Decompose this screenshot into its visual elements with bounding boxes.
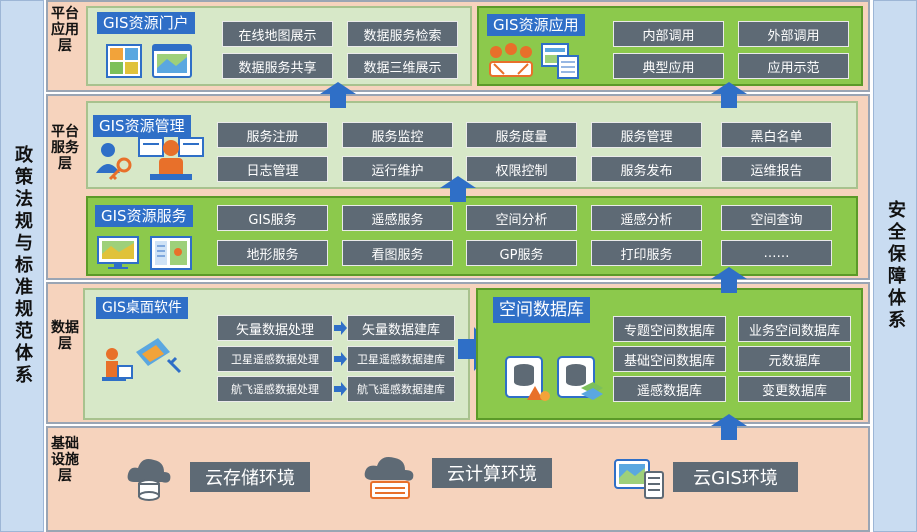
documents-icon xyxy=(540,42,580,80)
desktop-build-1[interactable]: 卫星遥感数据建库 xyxy=(347,346,455,372)
spatial-db-item-0[interactable]: 专题空间数据库 xyxy=(613,316,726,342)
policy-standards-label: 政策法规与标准规范体系 xyxy=(12,145,33,387)
portal-item-1[interactable]: 数据服务检索 xyxy=(347,21,458,47)
map-screen-icon xyxy=(152,44,192,78)
infrastructure-layer-title: 基础设施层 xyxy=(51,436,79,484)
arrow-up-management xyxy=(440,176,476,202)
spatial-db-item-4[interactable]: 遥感数据库 xyxy=(613,376,726,402)
management-item-2[interactable]: 服务度量 xyxy=(466,122,577,148)
arrow-up-data xyxy=(711,414,747,440)
service-item-1[interactable]: 遥感服务 xyxy=(342,205,453,231)
application-item-3[interactable]: 应用示范 xyxy=(738,53,849,79)
desktop-build-0[interactable]: 矢量数据建库 xyxy=(347,315,455,341)
desktop-build-2[interactable]: 航飞遥感数据建库 xyxy=(347,376,455,402)
spatial-db-header: 空间数据库 xyxy=(493,297,590,323)
infra-item-1[interactable]: 云计算环境 xyxy=(432,458,552,488)
platform-app-layer-title: 平台应用层 xyxy=(51,6,79,54)
cloud-storage-icon xyxy=(124,452,174,502)
portal-item-3[interactable]: 数据三维展示 xyxy=(347,53,458,79)
portal-item-0[interactable]: 在线地图展示 xyxy=(222,21,333,47)
user-key-icon xyxy=(94,141,134,183)
data-layer-title: 数据层 xyxy=(51,320,79,352)
service-item-7[interactable]: GP服务 xyxy=(466,240,577,266)
policy-standards-column: 政策法规与标准规范体系 xyxy=(0,0,44,532)
cloud-compute-icon xyxy=(361,452,419,502)
database-layers-icon xyxy=(557,356,603,406)
process-arrow-2 xyxy=(334,381,348,397)
service-item-5[interactable]: 地形服务 xyxy=(217,240,328,266)
arrow-up-portal xyxy=(320,82,356,108)
service-item-2[interactable]: 空间分析 xyxy=(466,205,577,231)
service-item-9[interactable]: …… xyxy=(721,240,832,266)
desktop-process-1[interactable]: 卫星遥感数据处理 xyxy=(217,346,333,372)
spatial-db-item-1[interactable]: 业务空间数据库 xyxy=(738,316,851,342)
map-monitor-icon xyxy=(97,236,139,270)
arrow-up-service xyxy=(711,267,747,293)
desktop-process-0[interactable]: 矢量数据处理 xyxy=(217,315,333,341)
management-header: GIS资源管理 xyxy=(93,115,191,137)
portal-header: GIS资源门户 xyxy=(97,12,195,34)
desktop-header: GIS桌面软件 xyxy=(96,297,188,319)
spatial-db-item-5[interactable]: 变更数据库 xyxy=(738,376,851,402)
application-item-1[interactable]: 外部调用 xyxy=(738,21,849,47)
application-item-0[interactable]: 内部调用 xyxy=(613,21,724,47)
service-item-6[interactable]: 看图服务 xyxy=(342,240,453,266)
spatial-db-item-2[interactable]: 基础空间数据库 xyxy=(613,346,726,372)
people-meeting-icon xyxy=(486,42,536,80)
management-item-3[interactable]: 服务管理 xyxy=(591,122,702,148)
infra-item-2[interactable]: 云GIS环境 xyxy=(673,462,798,492)
service-item-0[interactable]: GIS服务 xyxy=(217,205,328,231)
management-item-8[interactable]: 服务发布 xyxy=(591,156,702,182)
service-header: GIS资源服务 xyxy=(95,205,193,227)
management-item-7[interactable]: 权限控制 xyxy=(466,156,577,182)
infra-item-0[interactable]: 云存储环境 xyxy=(190,462,310,492)
management-item-5[interactable]: 日志管理 xyxy=(217,156,328,182)
application-item-2[interactable]: 典型应用 xyxy=(613,53,724,79)
desktop-process-2[interactable]: 航飞遥感数据处理 xyxy=(217,376,333,402)
cloud-gis-icon xyxy=(611,454,667,500)
database-shapes-icon xyxy=(505,356,551,406)
service-item-3[interactable]: 遥感分析 xyxy=(591,205,702,231)
portal-item-2[interactable]: 数据服务共享 xyxy=(222,53,333,79)
security-column: 安全保障体系 xyxy=(873,0,917,532)
application-header: GIS资源应用 xyxy=(487,14,585,36)
platform-service-layer-title: 平台服务层 xyxy=(51,124,79,172)
arrow-up-application xyxy=(711,82,747,108)
admin-console-icon xyxy=(138,134,204,184)
management-item-1[interactable]: 服务监控 xyxy=(342,122,453,148)
desktop-worker-icon xyxy=(96,332,184,392)
process-arrow-0 xyxy=(334,320,348,336)
management-item-6[interactable]: 运行维护 xyxy=(342,156,453,182)
map-document-icon xyxy=(150,236,192,270)
process-arrow-1 xyxy=(334,351,348,367)
service-item-8[interactable]: 打印服务 xyxy=(591,240,702,266)
service-item-4[interactable]: 空间查询 xyxy=(721,205,832,231)
spatial-db-item-3[interactable]: 元数据库 xyxy=(738,346,851,372)
management-item-0[interactable]: 服务注册 xyxy=(217,122,328,148)
map-grid-icon xyxy=(106,44,142,78)
security-label: 安全保障体系 xyxy=(885,200,906,332)
management-item-4[interactable]: 黑白名单 xyxy=(721,122,832,148)
management-item-9[interactable]: 运维报告 xyxy=(721,156,832,182)
